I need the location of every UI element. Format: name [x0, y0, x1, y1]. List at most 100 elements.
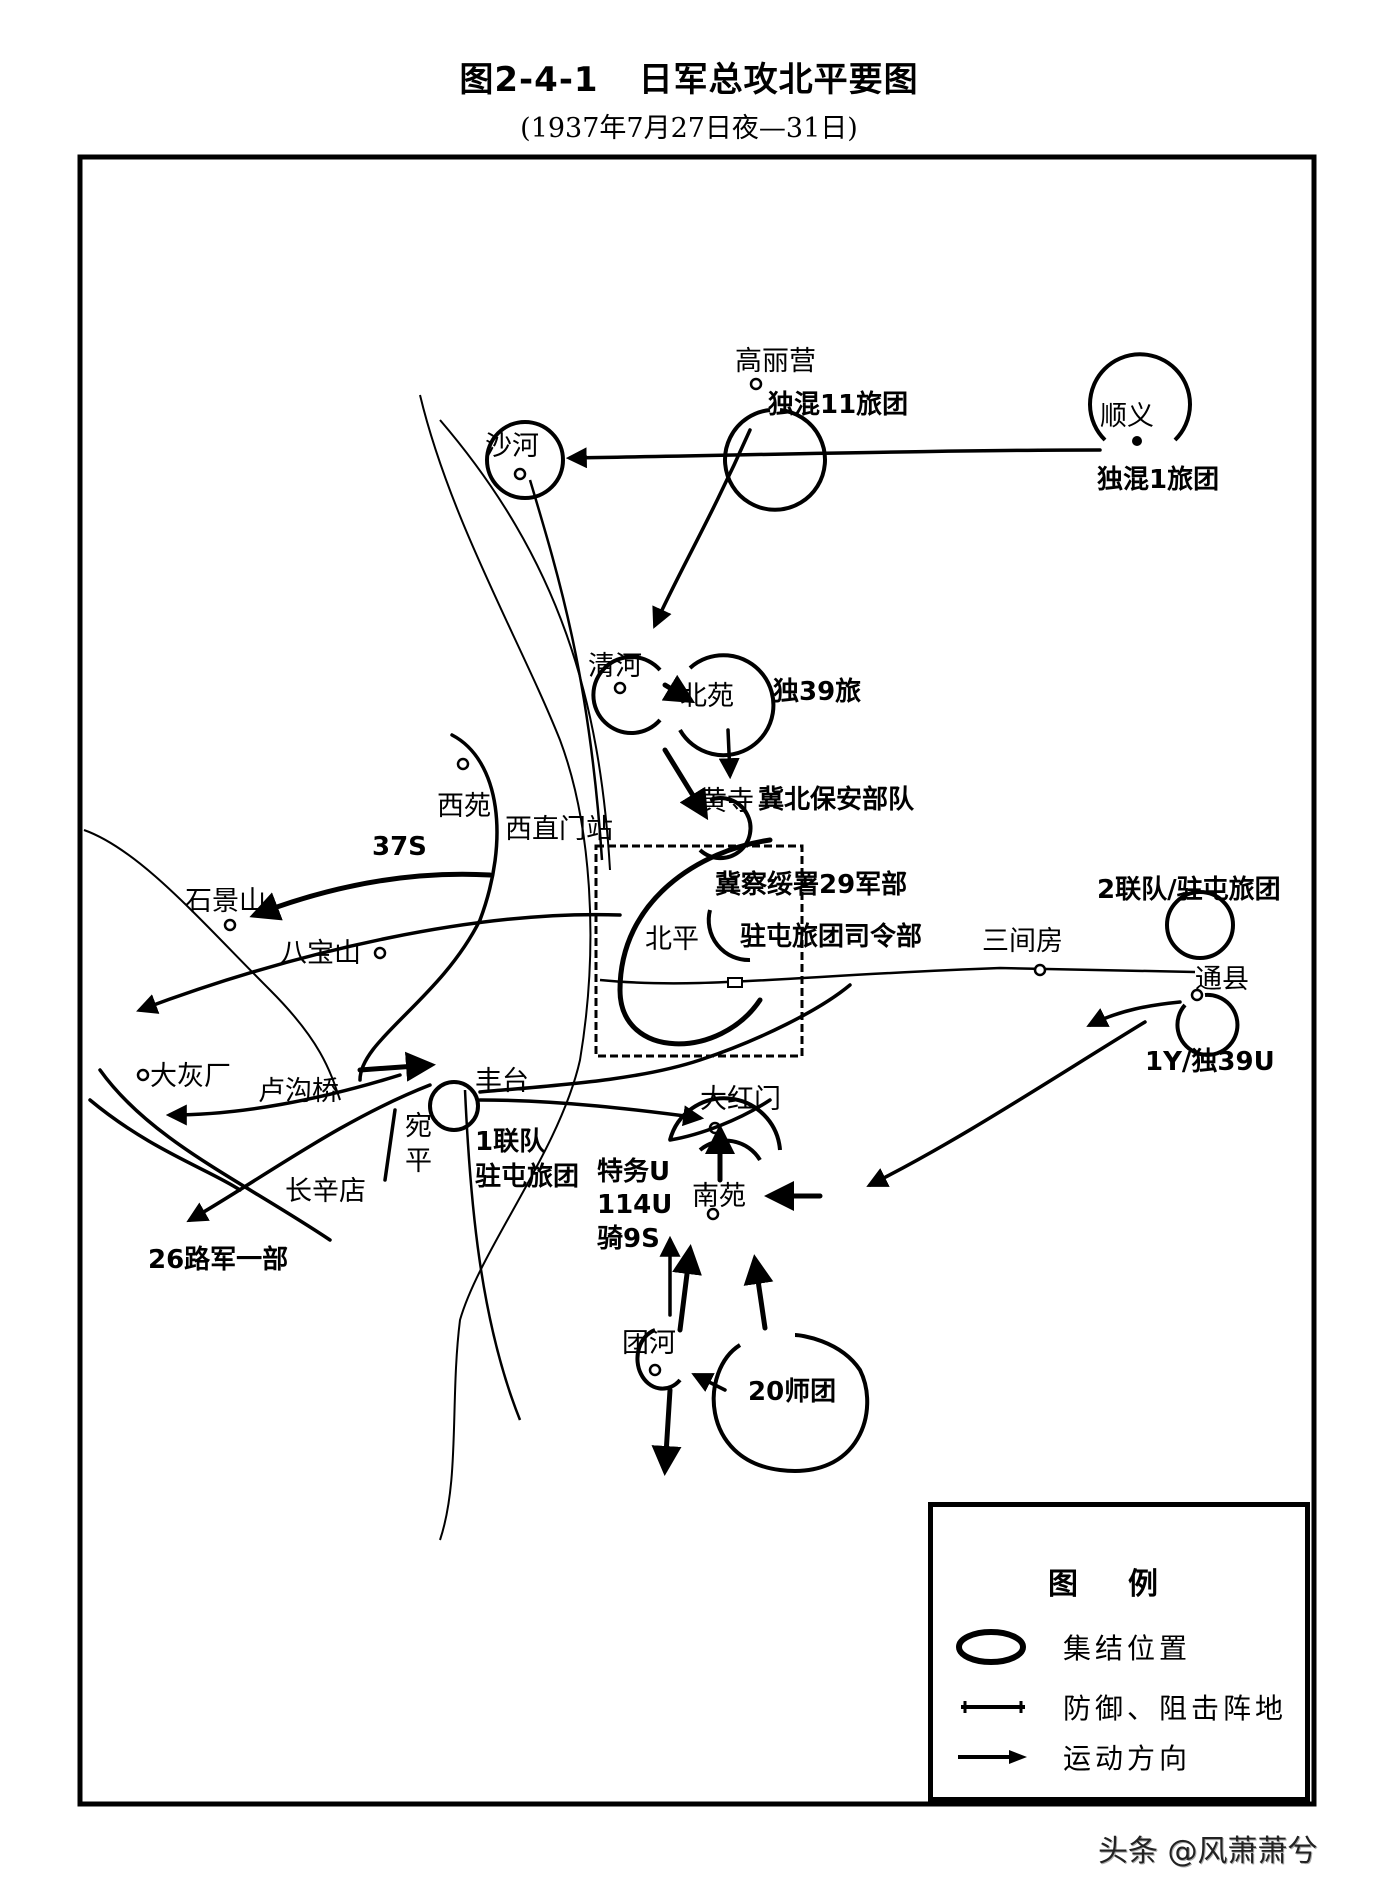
ring-beiping — [617, 837, 773, 1047]
arrow-beiyuan-to-huangsi — [718, 728, 740, 780]
label-shijingshan: 石景山 — [185, 886, 266, 917]
ring-shahe — [485, 420, 565, 500]
ring-tongxian-south — [1175, 992, 1240, 1057]
river-north — [439, 419, 611, 871]
label-xizhimen: 西直门站 — [505, 814, 613, 845]
arrow-20th-to-nanyuan-1 — [743, 1254, 774, 1331]
defense-line-west-1 — [98, 1068, 332, 1242]
label-114u: 114U — [597, 1190, 672, 1220]
label-dahuichang: 大灰厂 — [150, 1061, 231, 1092]
watermark: 头条 @风萧萧兮 — [1098, 1834, 1318, 1869]
ring-qinghe — [591, 655, 662, 735]
town-tongxian — [1190, 988, 1204, 1002]
river-west — [83, 829, 341, 1101]
label-beiping: 北平 — [645, 924, 699, 955]
arrow-tongxian-to-nanyuan — [866, 1020, 1147, 1187]
label-shunyi: 顺义 — [1100, 401, 1154, 432]
label-xiyuan: 西苑 — [437, 791, 491, 822]
figure-number: 图2-4-1 — [459, 60, 599, 100]
label-26th-route: 26路军一部 — [148, 1244, 288, 1275]
label-tuanhe: 团河 — [622, 1328, 676, 1359]
label-babaoshan: 八宝山 — [280, 938, 361, 969]
label-1y: 1Y/独39U — [1145, 1047, 1275, 1077]
label-gaoliying: 高丽营 — [735, 346, 816, 377]
label-sanjianfang: 三间房 — [982, 926, 1063, 957]
railway-jingguang — [463, 1089, 522, 1421]
defense-line-dahongmen — [668, 1098, 772, 1142]
label-qi9s: 骑9S — [597, 1224, 660, 1254]
label-jibei: 冀北保安部队 — [758, 785, 915, 815]
label-duhun11: 独混11旅团 — [768, 390, 908, 420]
ring-shunyi — [1088, 352, 1192, 442]
town-gaoliying — [749, 377, 763, 391]
ring-gaoliying — [723, 408, 827, 512]
arrow-gaoliying-to-qinghe — [652, 428, 752, 629]
figure-title: 日军总攻北平要图 — [638, 60, 919, 100]
label-zhutun-hq: 驻屯旅团司令部 — [740, 921, 922, 952]
legend-item: 集结位置 — [953, 1627, 1191, 1667]
line-fengtai-east — [478, 983, 852, 1094]
movement-arrow-icon — [958, 1750, 1027, 1764]
label-tewu: 特务U — [597, 1156, 670, 1187]
legend-label: 运动方向 — [1063, 1742, 1192, 1775]
town-babaoshan — [373, 946, 387, 960]
arrow-tongxian-west — [1086, 1000, 1182, 1027]
ring-tuanhe — [635, 1328, 682, 1391]
ring-nanyuan-outer — [668, 1096, 782, 1151]
arrow-fengtai-dahongmen — [478, 1098, 705, 1127]
legend-item: 运动方向 — [953, 1737, 1191, 1777]
defense-line-west-2 — [88, 1098, 242, 1192]
label-dahongmen: 大红门 — [700, 1084, 781, 1115]
arrow-west-babaoshan — [136, 912, 622, 1014]
beiping-city-wall — [594, 844, 804, 1058]
date-subtitle: (1937年7月27日夜—31日) — [520, 113, 858, 144]
arrow-37s-to-shijingshan — [249, 871, 493, 921]
railway-tongxian — [599, 966, 1196, 985]
town-dahuichang — [136, 1068, 150, 1082]
arrow-qinghe-to-beiyuan — [661, 674, 696, 704]
town-qinghe — [613, 681, 627, 695]
arrow-lugouqiao-east — [357, 1051, 436, 1082]
ring-zhutun-hq — [706, 909, 751, 963]
defense-line-icon — [961, 1701, 1025, 1713]
label-lugouqiao: 卢沟桥 — [258, 1076, 339, 1107]
assembly-ring-icon — [956, 1629, 1026, 1665]
ring-beiyuan — [678, 653, 776, 758]
town-xiyuan — [456, 757, 470, 771]
label-jicha: 冀察绥署29军部 — [715, 870, 907, 900]
ring-20th-division — [711, 1333, 870, 1473]
arrow-tuanhe-south — [651, 1387, 682, 1476]
legend-title: 图例 — [1048, 1567, 1208, 1602]
label-changxindian: 长辛店 — [285, 1176, 366, 1207]
legend-label: 防御、阻击阵地 — [1063, 1692, 1288, 1725]
arrow-lugouqiao-west — [165, 1073, 402, 1126]
label-garrison-brigade: 驻屯旅团 — [475, 1161, 579, 1192]
label-du39: 独39旅 — [773, 677, 861, 707]
label-2nd-regiment: 2联队/驻屯旅团 — [1097, 874, 1281, 905]
ring-nanyuan-inner — [698, 1138, 762, 1162]
arrow-to-26th-route — [186, 1083, 432, 1223]
arrow-shunyi-to-shahe — [565, 447, 1102, 469]
label-duhun1: 独混1旅团 — [1097, 465, 1219, 495]
arrow-20th-to-tuanhe — [691, 1373, 727, 1392]
label-fengtai: 丰台 — [475, 1066, 529, 1097]
label-wanping-2: 平 — [405, 1146, 432, 1177]
label-1st-regiment: 1联队 — [475, 1127, 546, 1157]
legend-item: 防御、阻击阵地 — [953, 1687, 1287, 1727]
label-20th-division: 20师团 — [748, 1377, 836, 1407]
label-shahe: 沙河 — [485, 431, 539, 462]
ring-fengtai — [428, 1080, 480, 1132]
town-shunyi — [1132, 436, 1142, 446]
label-beiyuan: 北苑 — [680, 681, 734, 712]
town-shahe — [513, 467, 527, 481]
defense-line-wanping — [383, 1108, 397, 1182]
label-tongxian: 通县 — [1195, 964, 1249, 995]
town-tuanhe — [648, 1363, 662, 1377]
arrow-to-huangsi — [662, 747, 709, 821]
map-frame — [77, 154, 1317, 1807]
town-shijingshan — [223, 918, 237, 932]
station-marker — [727, 977, 743, 988]
label-wanping-1: 宛 — [405, 1111, 432, 1142]
legend-label: 集结位置 — [1063, 1632, 1192, 1665]
